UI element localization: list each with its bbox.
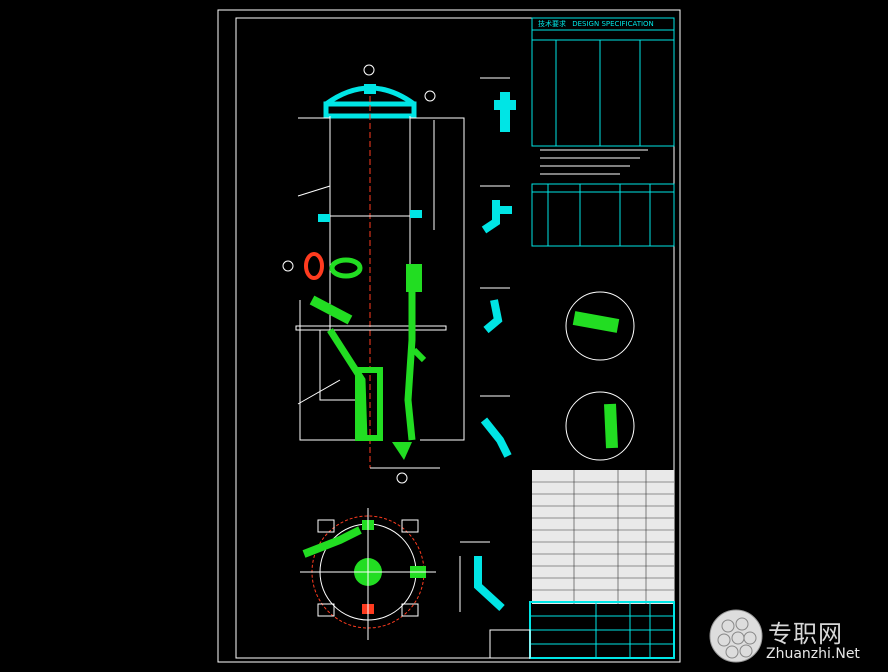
watermark-cn: 专职网 xyxy=(768,620,843,648)
spec-header-en: DESIGN SPECIFICATION xyxy=(572,20,654,28)
notes-block xyxy=(540,149,648,175)
parts-list-rows xyxy=(532,470,674,604)
title-block-grid xyxy=(530,602,674,658)
revision-block xyxy=(489,629,531,659)
spec-header-cn: 技术要求 xyxy=(538,20,566,28)
vessel-elevation xyxy=(282,64,465,484)
nozzle-table xyxy=(531,183,675,247)
watermark-logo-icon xyxy=(709,609,763,663)
parts-list xyxy=(532,470,674,604)
detail-views xyxy=(459,77,516,612)
sheet-border xyxy=(217,9,681,663)
plan-view xyxy=(300,508,436,640)
spec-header: 技术要求 DESIGN SPECIFICATION xyxy=(538,19,654,29)
section-views xyxy=(565,291,635,461)
design-spec-table xyxy=(531,17,675,147)
watermark-en: Zhuanzhi.Net xyxy=(766,646,860,662)
drawing-frame xyxy=(235,17,675,659)
